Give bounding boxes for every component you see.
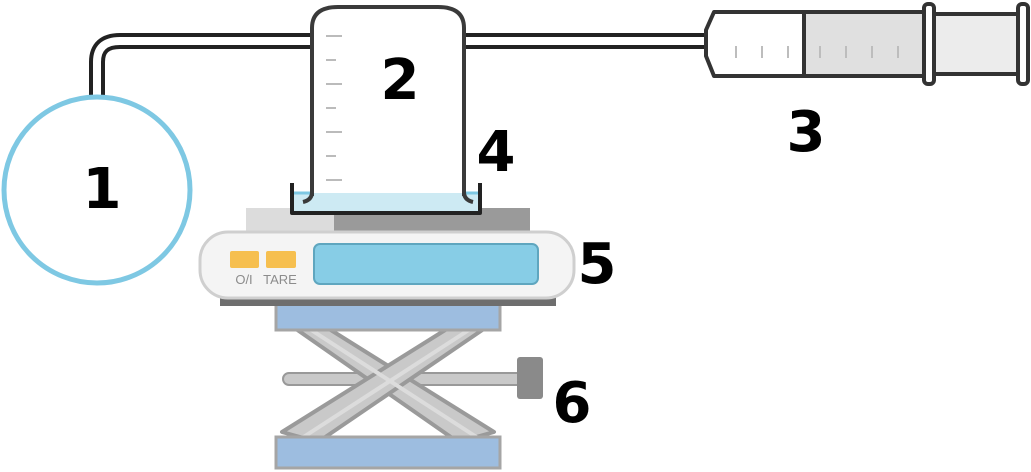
graduated-cylinder: [302, 5, 474, 204]
digital-scale: O/I TARE: [198, 208, 576, 306]
label-syringe: 3: [787, 100, 826, 165]
label-beaker: 4: [477, 120, 516, 185]
tare-button-label: TARE: [263, 272, 297, 287]
connecting-tube: [89, 33, 712, 102]
power-button-label: O/I: [235, 272, 252, 287]
label-jack-knob: 6: [553, 371, 592, 436]
tare-button[interactable]: [266, 251, 296, 268]
label-cylinder: 2: [381, 48, 420, 113]
scale-display: [313, 243, 539, 285]
syringe: [704, 2, 1030, 86]
jack-knob[interactable]: [517, 357, 543, 399]
label-scale: 5: [578, 232, 617, 297]
balloon-circle: [1, 94, 193, 286]
jack-bottom-platform: [274, 435, 502, 470]
power-button[interactable]: [230, 251, 259, 268]
scissor-jack: [274, 298, 543, 470]
label-balloon: 1: [83, 157, 122, 222]
